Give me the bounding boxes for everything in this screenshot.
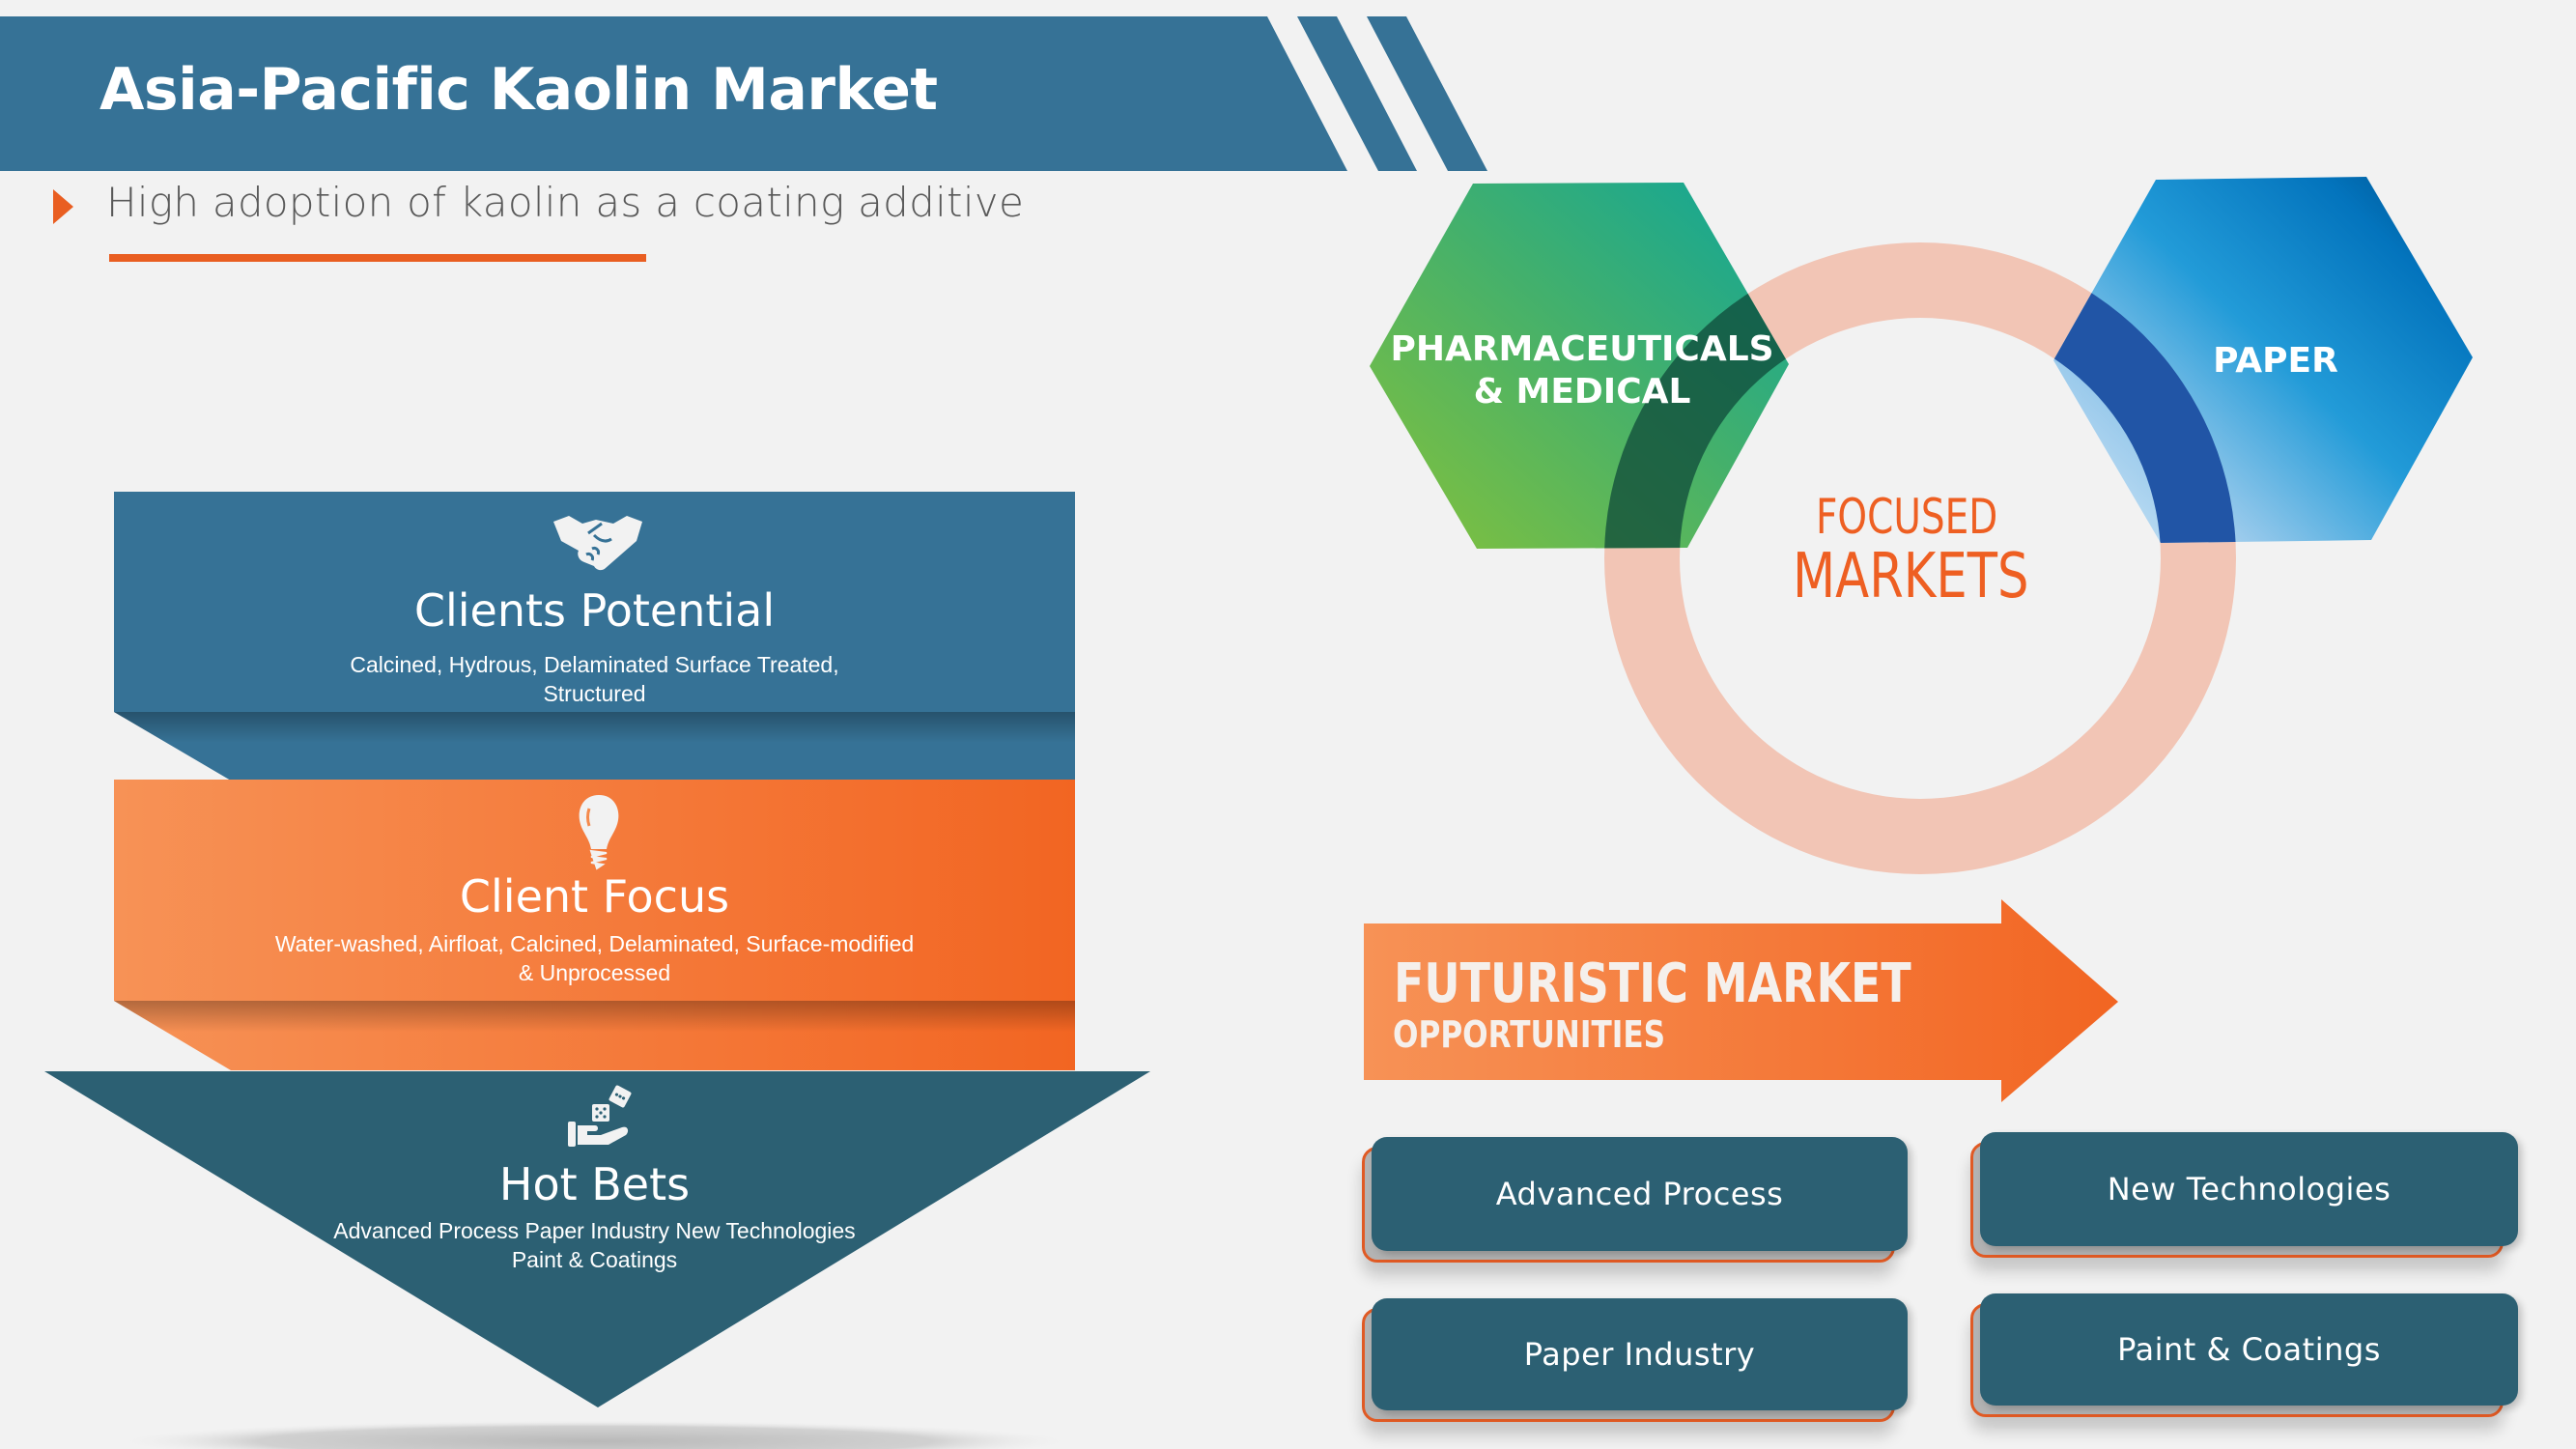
futuristic-subtitle: OPPORTUNITIES	[1393, 1013, 1666, 1056]
segment-label-line: PAPER	[2213, 341, 2338, 381]
tier-description-line: & Unprocessed	[518, 960, 671, 985]
futuristic-arrow	[1364, 899, 2118, 1102]
lightbulb-icon	[579, 795, 619, 870]
opportunity-card-advanced-process[interactable]: Advanced Process	[1362, 1137, 1912, 1272]
subtitle-underline	[109, 254, 646, 262]
opportunity-card-new-technologies[interactable]: New Technologies	[1970, 1132, 2521, 1267]
tier-clients-potential: Clients Potential Calcined, Hydrous, Del…	[114, 492, 1075, 712]
tier-title: Hot Bets	[498, 1158, 691, 1210]
futuristic-title: FUTURISTIC MARKET	[1394, 952, 1911, 1015]
hand-dice-icon	[568, 1085, 632, 1147]
bullet-arrow-icon	[53, 189, 73, 224]
drop-shadow	[112, 1420, 1078, 1449]
tier-description-line: Structured	[543, 681, 646, 706]
tier-description-line: Water-washed, Airfloat, Calcined, Delami…	[274, 931, 915, 956]
opportunity-card-paper-industry[interactable]: Paper Industry	[1362, 1298, 1912, 1434]
tier-title: Client Focus	[459, 870, 730, 923]
card-label[interactable]: Advanced Process	[1372, 1137, 1908, 1251]
handshake-icon	[553, 516, 642, 571]
tier-fold-shade	[114, 712, 1075, 781]
tier-hot-bets: Hot Bets Advanced Process Paper Industry…	[114, 1071, 1075, 1303]
segment-label-line: & MEDICAL	[1473, 372, 1691, 412]
tier-fold-shade	[114, 1001, 1075, 1070]
card-label[interactable]: Paint & Coatings	[1980, 1293, 2518, 1406]
tier-panel-hot-bets	[44, 1071, 1150, 1407]
tier-description-line: Calcined, Hydrous, Delaminated Surface T…	[350, 652, 839, 677]
tier-description-line: Advanced Process Paper Industry New Tech…	[333, 1218, 856, 1243]
segment-label-pharmaceuticals: PHARMACEUTICALS & MEDICAL	[1370, 328, 1795, 413]
header-stripe	[1367, 16, 1487, 171]
tier-title: Clients Potential	[413, 584, 776, 637]
card-label[interactable]: New Technologies	[1980, 1132, 2518, 1246]
markets-label: MARKETS	[1793, 541, 2029, 612]
segment-label-paper: PAPER	[2053, 340, 2498, 383]
tier-client-focus: Client Focus Water-washed, Airfloat, Cal…	[114, 780, 1075, 1001]
page-subtitle: High adoption of kaolin as a coating add…	[106, 179, 1025, 226]
card-label[interactable]: Paper Industry	[1372, 1298, 1908, 1410]
header-stripe	[1297, 16, 1417, 171]
header-bar	[0, 16, 1347, 171]
tier-description-line: Paint & Coatings	[511, 1247, 678, 1272]
focused-label: FOCUSED	[1816, 489, 1998, 545]
opportunity-card-paint-coatings[interactable]: Paint & Coatings	[1970, 1293, 2521, 1429]
page-title: Asia-Pacific Kaolin Market	[99, 56, 938, 124]
segment-label-line: PHARMACEUTICALS	[1390, 329, 1774, 369]
